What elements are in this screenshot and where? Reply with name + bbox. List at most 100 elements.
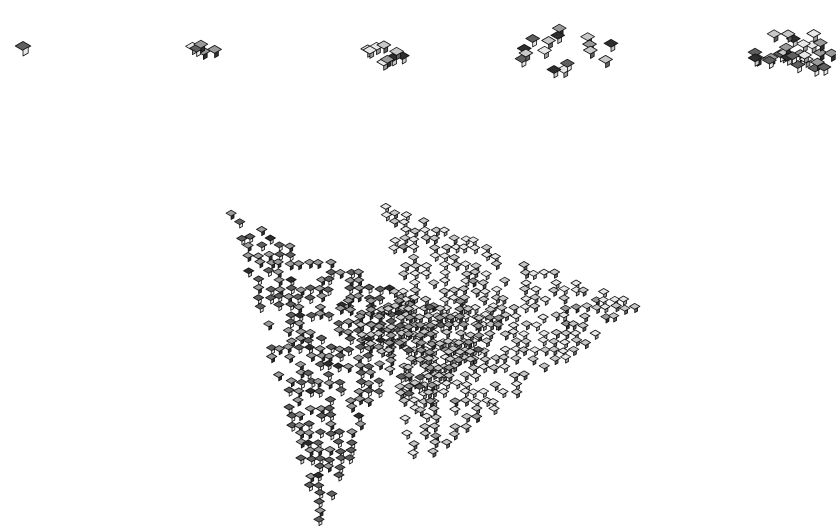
- tile-face: [305, 406, 315, 412]
- tile-face: [600, 304, 610, 310]
- tile-face: [327, 491, 337, 497]
- tile-face: [420, 430, 430, 436]
- tile-face: [561, 354, 571, 360]
- tile-face: [421, 263, 431, 269]
- tile-face: [274, 242, 284, 248]
- tile-face: [489, 365, 499, 371]
- tile-face: [333, 363, 343, 369]
- tile-face: [460, 371, 470, 377]
- tile-face: [355, 421, 365, 427]
- tile-face: [347, 429, 357, 435]
- tile-face: [354, 277, 364, 283]
- tile-face: [274, 302, 284, 308]
- tile-face: [511, 313, 521, 319]
- tile-face: [333, 439, 343, 445]
- tile-face: [335, 464, 345, 470]
- tile-face: [315, 429, 325, 435]
- tile-face: [449, 254, 459, 260]
- tile-face: [335, 352, 345, 358]
- tile-face: [500, 346, 510, 352]
- tile-face: [408, 254, 418, 260]
- tile-face: [284, 387, 294, 393]
- tile-face: [304, 344, 314, 350]
- tile-face: [460, 397, 470, 403]
- tile-face: [347, 403, 357, 409]
- tile-face: [542, 37, 556, 45]
- tile-face: [346, 447, 356, 453]
- tile-face: [499, 363, 509, 369]
- tile-face: [450, 398, 460, 404]
- stage-5-cluster: [748, 30, 836, 77]
- tile-face: [324, 353, 334, 359]
- tile-face: [485, 331, 495, 337]
- tile-face: [364, 363, 374, 369]
- tile-face: [385, 366, 395, 372]
- tile-face: [304, 430, 314, 436]
- tile-face: [344, 455, 354, 461]
- tile-face: [314, 447, 324, 453]
- tile-face: [420, 227, 430, 233]
- tile-face: [421, 270, 431, 276]
- tile-face: [255, 303, 265, 309]
- tile-face: [267, 354, 277, 360]
- tile-face: [314, 388, 324, 394]
- tile-face: [430, 252, 440, 258]
- tile-face: [253, 253, 263, 259]
- tile-face: [314, 498, 324, 504]
- tile-face: [326, 412, 336, 418]
- tile-face: [402, 430, 412, 436]
- tile-face: [550, 355, 560, 361]
- tile-face: [498, 389, 508, 395]
- tile-face: [287, 338, 297, 344]
- tile-face: [295, 412, 305, 418]
- tile-face: [767, 30, 781, 38]
- tile-face: [560, 305, 570, 311]
- tile-face: [345, 335, 355, 341]
- stage-4-cluster: [515, 24, 618, 78]
- tile-face: [599, 55, 613, 63]
- tile-face: [296, 379, 306, 385]
- tile-face: [451, 262, 461, 268]
- tile-face: [313, 440, 323, 446]
- tile-face: [560, 339, 570, 345]
- tile-face: [578, 287, 588, 293]
- tile-face: [472, 405, 482, 411]
- tile-face: [354, 413, 364, 419]
- tile-face: [294, 388, 304, 394]
- tile-face: [401, 212, 411, 218]
- tile-face: [390, 218, 400, 224]
- tile-face: [590, 330, 600, 336]
- tile-face: [420, 296, 430, 302]
- tile-face: [409, 244, 419, 250]
- tile-face: [255, 259, 265, 265]
- tile-face: [440, 269, 450, 275]
- tile-face: [293, 397, 303, 403]
- tile-face: [284, 404, 294, 410]
- tile-face: [315, 304, 325, 310]
- tile-face: [511, 338, 521, 344]
- tile-face: [253, 276, 263, 282]
- tile-face: [356, 370, 366, 376]
- tile-face: [275, 251, 285, 257]
- tile-face: [512, 389, 522, 395]
- tile-face: [468, 389, 478, 395]
- tile-face: [469, 365, 479, 371]
- tile-face: [461, 423, 471, 429]
- tile-face: [354, 285, 364, 291]
- tile-face: [549, 338, 559, 344]
- tile-face: [559, 286, 569, 292]
- tile-face: [257, 226, 267, 232]
- tile-face: [286, 285, 296, 291]
- tile-face: [807, 30, 821, 38]
- tile-face: [314, 482, 324, 488]
- tile-face: [354, 388, 364, 394]
- tile-face: [489, 405, 499, 411]
- tile-face: [335, 379, 345, 385]
- tile-face: [449, 431, 459, 437]
- tile-face: [510, 372, 520, 378]
- tile-face: [509, 304, 519, 310]
- tile-face: [365, 369, 375, 375]
- tile-face: [316, 335, 326, 341]
- tile-face: [538, 314, 548, 320]
